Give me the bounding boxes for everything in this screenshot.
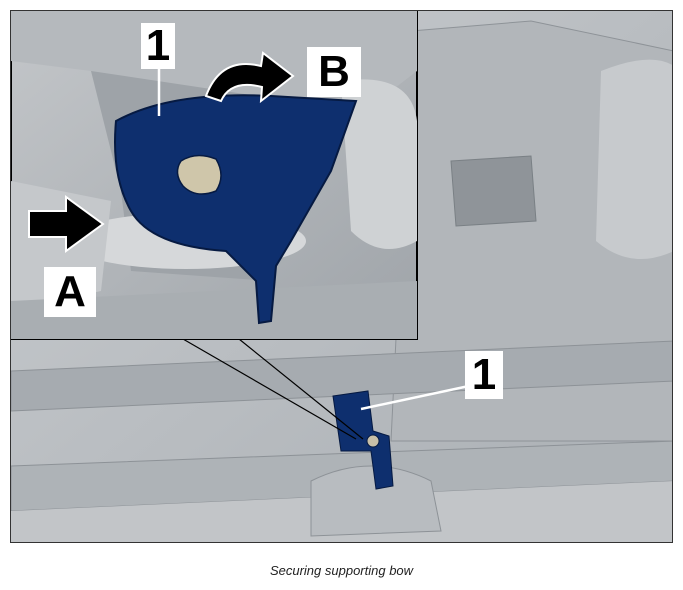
illustration-drawing [11, 11, 672, 542]
callout-letter-b: B [307, 47, 361, 97]
callout-letter-a: A [44, 267, 96, 317]
figure-caption: Securing supporting bow [269, 563, 414, 578]
zoom-line-right [238, 338, 364, 440]
curved-arrow-right-icon [204, 51, 295, 104]
clip-hole [366, 434, 380, 448]
callout-leader-main [360, 384, 470, 411]
lid-recess [450, 155, 537, 227]
supporting-bow-clip [332, 390, 394, 490]
illustration-figure: 1 B A 1 [10, 10, 673, 543]
zoom-line-left [182, 338, 357, 440]
rail-upper [11, 340, 672, 412]
arrow-right-icon [28, 195, 105, 253]
callout-number-1-main: 1 [465, 351, 503, 399]
right-roll [596, 59, 672, 259]
supporting-bow-clip-detail [114, 94, 358, 325]
callout-number-1-inset: 1 [141, 23, 175, 69]
